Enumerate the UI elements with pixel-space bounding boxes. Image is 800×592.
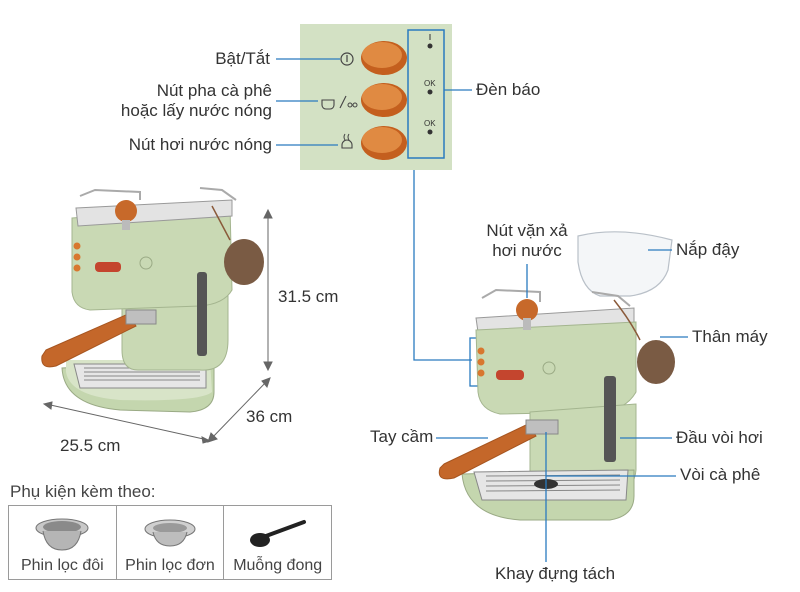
- left-steam-knob: [115, 200, 137, 222]
- power-indicator-light: [427, 43, 433, 49]
- steam-nozzle-label: Đầu vòi hơi: [676, 428, 763, 447]
- brew-indicator-light: [427, 89, 433, 95]
- accessory-double-filter: Phin lọc đôi: [9, 506, 117, 579]
- steam-symbol-icon: [341, 133, 353, 149]
- single-filter-caption: Phin lọc đơn: [125, 557, 215, 574]
- steam-nozzle: [604, 376, 616, 462]
- body-label: Thân máy: [692, 327, 768, 346]
- brew-button: [361, 83, 407, 117]
- double-filter-icon: [35, 518, 89, 551]
- right-steam-knob: [516, 299, 538, 321]
- accessories-title: Phụ kiện kèm theo:: [10, 482, 156, 501]
- dimension-lines: [42, 208, 273, 444]
- drip-tray-label: Khay đựng tách: [494, 564, 616, 583]
- part-leader-lines: [436, 249, 688, 562]
- height-dimension: 31.5 cm: [278, 287, 339, 306]
- power-label: Bật/Tắt: [215, 49, 270, 68]
- steam-knob-label: Nút vặn xả hơi nước: [486, 221, 568, 260]
- accessory-single-filter: Phin lọc đơn: [117, 506, 225, 579]
- power-symbol-icon: [340, 52, 354, 66]
- accessory-measuring-spoon: Muỗng đong: [224, 506, 331, 579]
- steam-button: [361, 126, 407, 160]
- machine-right-view: [438, 231, 675, 521]
- width-dimension: 25.5 cm: [60, 436, 121, 455]
- lid-label: Nắp đậy: [676, 240, 740, 259]
- measuring-spoon-caption: Muỗng đong: [233, 557, 323, 574]
- steam-indicator-light: [427, 129, 433, 135]
- portafilter-handle: [438, 423, 537, 480]
- coffee-spout-label: Vòi cà phê: [680, 465, 761, 484]
- machine-lid: [577, 231, 673, 297]
- measuring-spoon-icon: [249, 520, 306, 547]
- control-panel-closeup: OK OK: [300, 24, 452, 170]
- depth-dimension: 36 cm: [246, 407, 293, 426]
- single-filter-icon: [144, 519, 196, 547]
- handle-label: Tay cầm: [370, 427, 434, 446]
- cup-water-symbol-icon: [321, 95, 358, 110]
- steam-label: Nút hơi nước nóng: [128, 135, 272, 154]
- brew-label: Nút pha cà phê hoặc lấy nước nóng: [120, 81, 272, 120]
- power-button: [361, 41, 407, 75]
- brew-ok-text: OK: [424, 79, 436, 88]
- steam-ok-text: OK: [424, 119, 436, 128]
- double-filter-caption: Phin lọc đôi: [20, 557, 104, 574]
- accessories-table: Phin lọc đôi Phin lọc đơn Muỗng đong: [8, 505, 332, 580]
- indicator-label: Đèn báo: [476, 80, 541, 99]
- machine-left-view: [41, 187, 264, 413]
